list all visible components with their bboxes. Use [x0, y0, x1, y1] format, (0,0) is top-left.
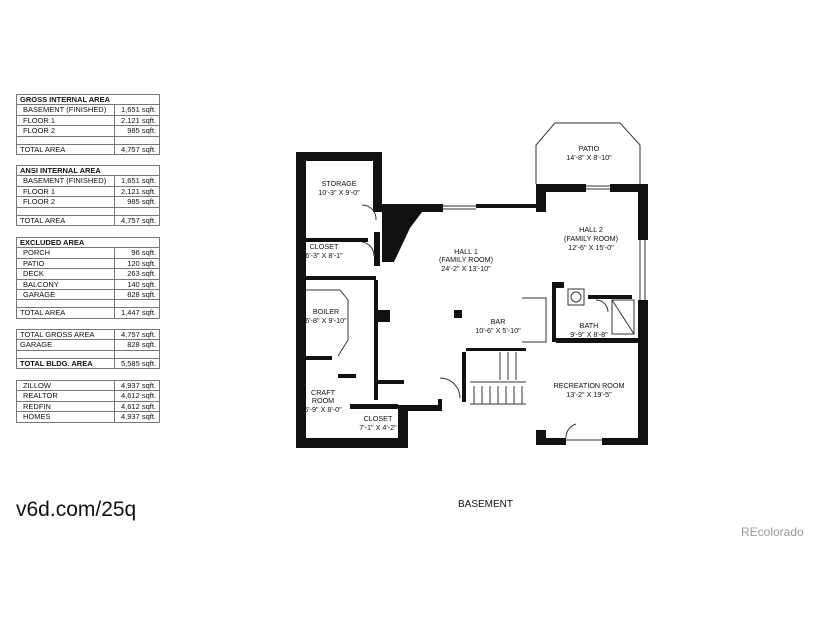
room-label: CLOSET [310, 242, 339, 251]
ansi-internal-area-table: ANSI INTERNAL AREA BASEMENT (FINISHED)1,… [16, 164, 160, 227]
room-dims: 14'-8" X 8'-10" [566, 153, 612, 162]
room-label: STORAGE [321, 179, 356, 188]
room-label: ROOM [312, 396, 334, 405]
room-dims: 12'-6" X 15'-0" [568, 243, 614, 252]
gross-internal-area-table: GROSS INTERNAL AREA BASEMENT (FINISHED)1… [16, 93, 160, 156]
room-label: BATH [580, 321, 599, 330]
room-dims: 6'-8" X 9'-10" [305, 316, 347, 325]
table-row: BASEMENT (FINISHED)1,651 sqft. [16, 104, 160, 116]
floor-label: BASEMENT [458, 499, 514, 510]
room-label: BOILER [313, 307, 339, 316]
room-label: HALL 1 [454, 247, 478, 256]
table-row: BASEMENT (FINISHED)1,651 sqft. [16, 175, 160, 187]
room-dims: 7'-1" X 4'-2" [359, 423, 397, 432]
room-label: BAR [491, 317, 506, 326]
room-label: CRAFT [311, 388, 336, 397]
room-dims: 10'-3" X 9'-0" [318, 188, 360, 197]
room-label: RECREATION ROOM [554, 381, 625, 390]
plan-thin-lines [306, 122, 646, 441]
plan-walls [296, 152, 648, 448]
room-dims: 10'-6" X 5'-10" [475, 326, 521, 335]
room-label: HALL 2 [579, 225, 603, 234]
room-dims: 6'-3" X 8'-1" [305, 251, 343, 260]
room-label: CLOSET [364, 414, 393, 423]
room-labels: STORAGE 10'-3" X 9'-0" CLOSET 6'-3" X 8'… [304, 144, 624, 432]
room-label: PATIO [579, 144, 600, 153]
room-label: (FAMILY ROOM) [564, 234, 618, 243]
table-title: ANSI INTERNAL AREA [16, 164, 160, 177]
listing-url: v6d.com/25q [16, 498, 137, 521]
room-dims: 13'-2" X 19'-5" [566, 390, 612, 399]
room-dims: 24'-2" X 13'-10" [441, 264, 491, 273]
room-dims: 6'-9" X 8'-0" [304, 405, 342, 414]
room-label: (FAMILY ROOM) [439, 255, 493, 264]
table-title: GROSS INTERNAL AREA [16, 93, 160, 106]
watermark: REcolorado [741, 525, 804, 539]
room-dims: 9'-9" X 8'-8" [570, 330, 608, 339]
